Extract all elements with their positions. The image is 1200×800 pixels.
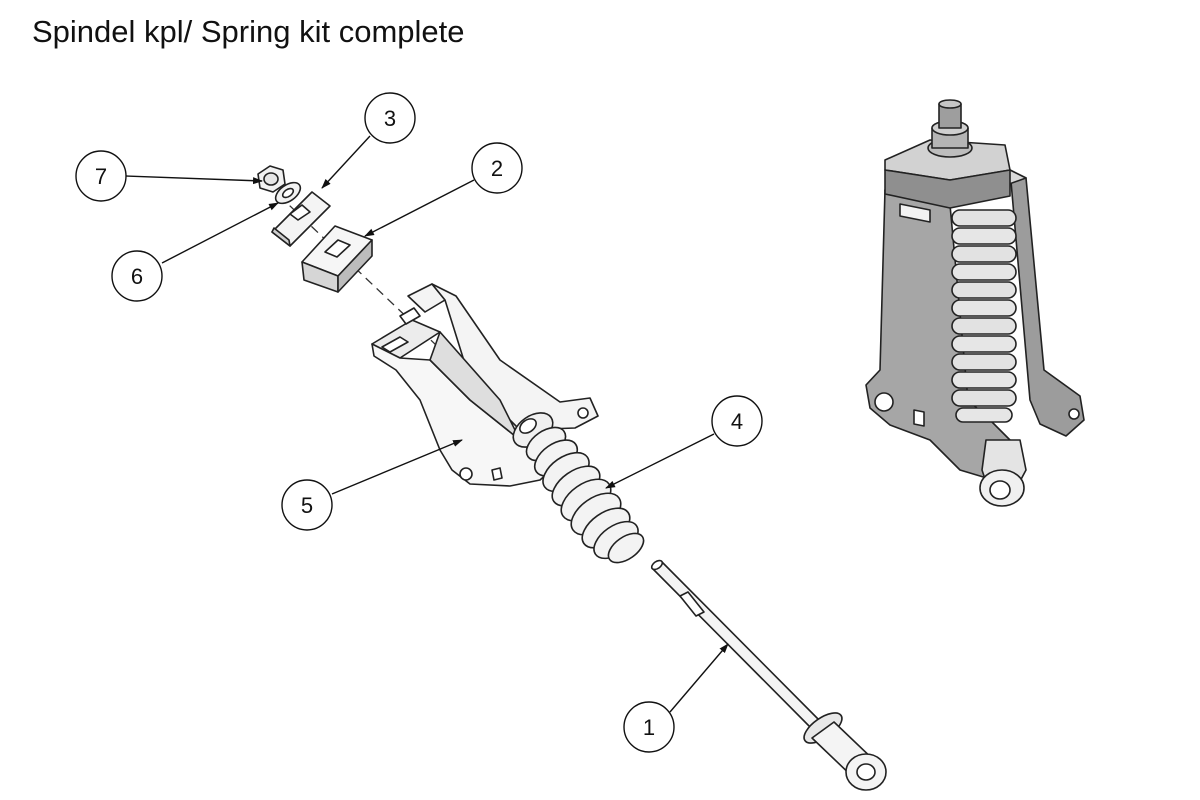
part-2-square-block bbox=[301, 225, 373, 293]
leader-line-4 bbox=[605, 433, 715, 489]
part-7-nut bbox=[257, 165, 286, 193]
callout-5-label: 5 bbox=[301, 493, 313, 518]
callout-4: 4 bbox=[711, 395, 763, 447]
callout-6-label: 6 bbox=[131, 264, 143, 289]
part-4-coil-spring bbox=[512, 412, 645, 564]
callout-3-label: 3 bbox=[384, 106, 396, 131]
callout-1-label: 1 bbox=[643, 715, 655, 740]
callout-2: 2 bbox=[471, 142, 523, 194]
part-1-spindle bbox=[650, 559, 887, 791]
callout-2-label: 2 bbox=[491, 156, 503, 181]
leader-line-2 bbox=[364, 179, 475, 237]
leader-line-6 bbox=[161, 202, 279, 264]
callout-5: 5 bbox=[281, 479, 333, 531]
callout-1: 1 bbox=[623, 701, 675, 753]
callout-7-label: 7 bbox=[95, 164, 107, 189]
leader-line-1 bbox=[669, 643, 729, 713]
part-3-square-plate bbox=[271, 191, 331, 247]
callout-3: 3 bbox=[364, 92, 416, 144]
part-6-washer bbox=[274, 181, 302, 205]
part-5-bracket bbox=[371, 283, 599, 487]
callout-6: 6 bbox=[111, 250, 163, 302]
assembled-spring-kit-image bbox=[865, 99, 1085, 507]
callout-7: 7 bbox=[75, 150, 127, 202]
callout-4-label: 4 bbox=[731, 409, 743, 434]
assembled-spring bbox=[951, 209, 1017, 423]
leader-line-5 bbox=[331, 439, 463, 495]
diagram-title: Spindel kpl/ Spring kit complete bbox=[32, 14, 465, 49]
leader-line-3 bbox=[321, 135, 371, 189]
leader-line-7 bbox=[125, 175, 263, 185]
